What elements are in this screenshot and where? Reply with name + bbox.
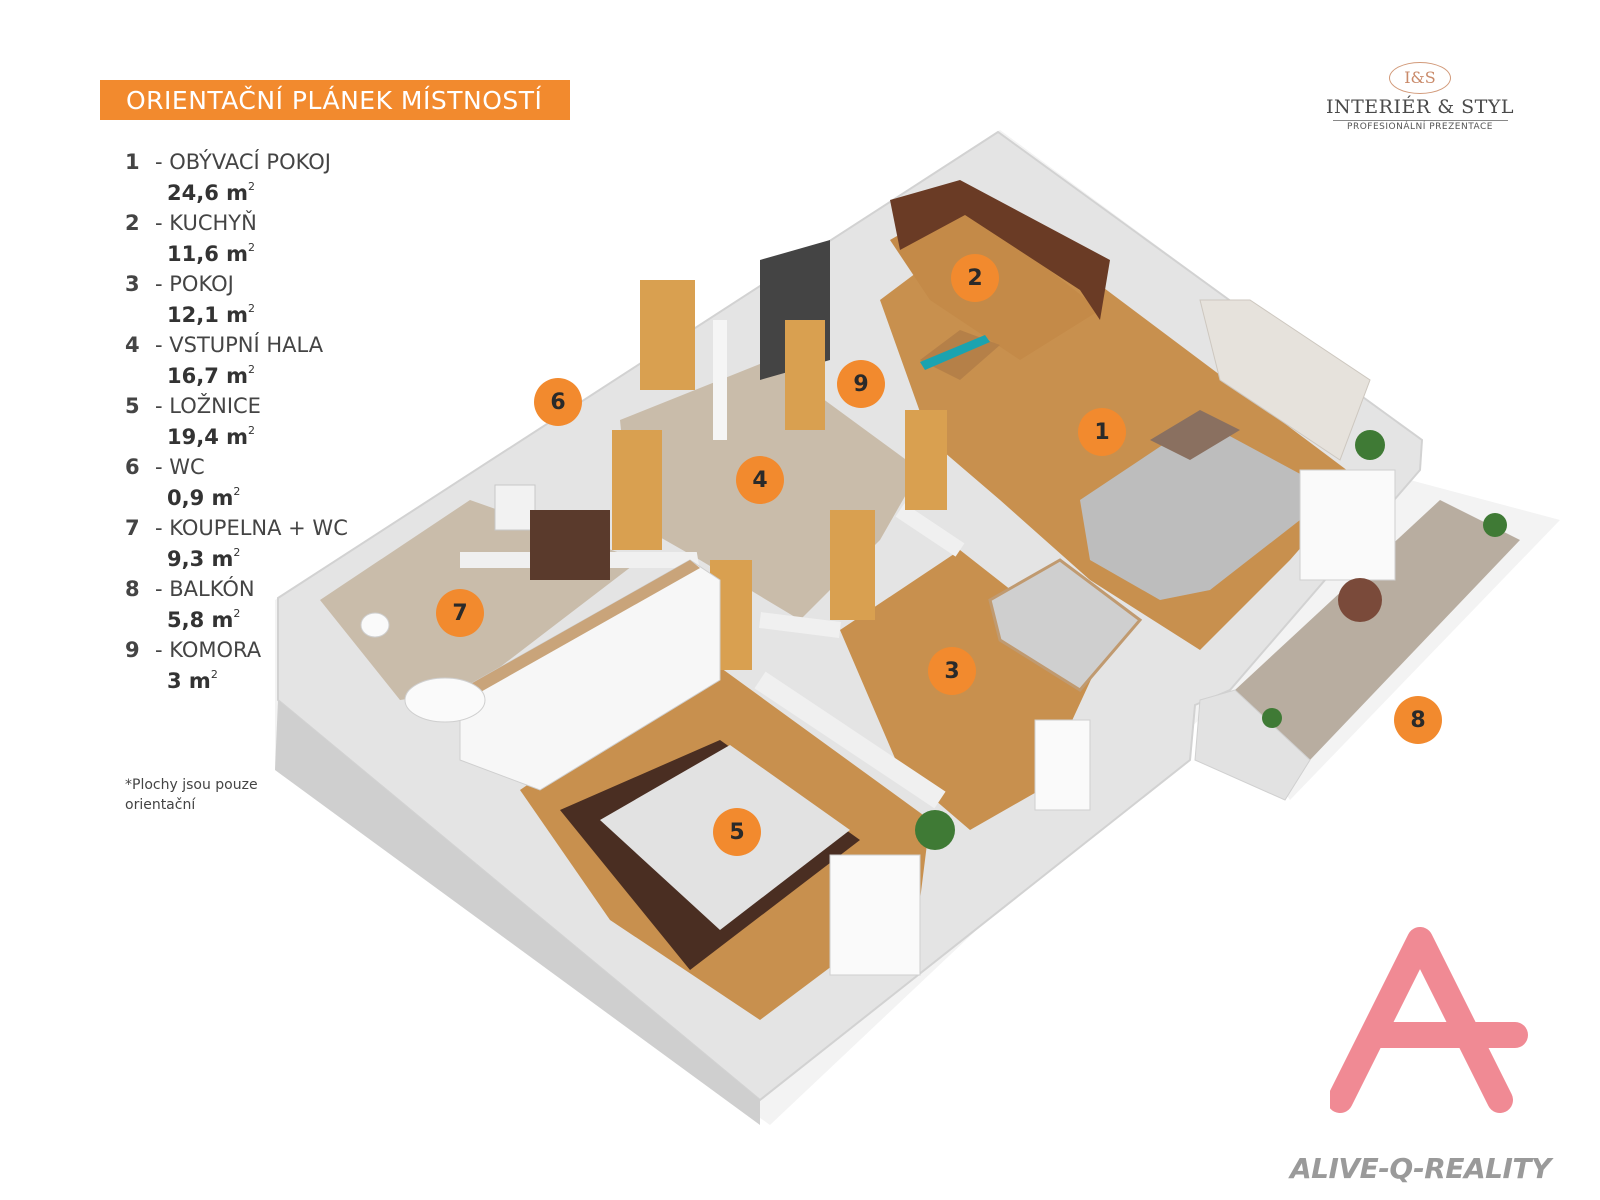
legend-number: 6 (125, 455, 140, 479)
kids-bed (988, 558, 1143, 692)
legend-room-area: 5,8 m2 (167, 607, 241, 632)
legend-number: 3 (125, 272, 140, 296)
room-marker-5: 5 (713, 808, 761, 856)
legend-number: 9 (125, 638, 140, 662)
brand-monogram: I&S (1389, 62, 1451, 94)
legend-item: 1 - OBÝVACÍ POKOJ 24,6 m2 (125, 150, 465, 211)
legend-room-name: - KUCHYŇ (155, 211, 257, 235)
legend-room-area: 3 m2 (167, 668, 218, 693)
legend-room-area: 0,9 m2 (167, 485, 241, 510)
legend-room-area: 11,6 m2 (167, 241, 256, 266)
coffee-table (1150, 410, 1240, 460)
legend-number: 2 (125, 211, 140, 235)
legend-item: 9 - KOMORA 3 m2 (125, 638, 465, 699)
agency-watermark-text: ALIVE-Q-REALITY (1290, 1152, 1551, 1185)
interior-wall (754, 671, 946, 809)
plant (915, 810, 955, 850)
page-title: ORIENTAČNÍ PLÁNEK MÍSTNOSTÍ (126, 85, 543, 115)
title-banner: ORIENTAČNÍ PLÁNEK MÍSTNOSTÍ (100, 80, 570, 120)
door (905, 410, 947, 510)
legend-room-area: 24,6 m2 (167, 180, 256, 205)
dining-runner (920, 335, 990, 370)
legend-room-name: - OBÝVACÍ POKOJ (155, 150, 331, 174)
door (640, 280, 695, 390)
legend-room-name: - WC (155, 455, 205, 479)
room-marker-2: 2 (951, 254, 999, 302)
plant (1483, 513, 1507, 537)
interior-wall (895, 503, 965, 557)
wardrobe-top (460, 560, 700, 698)
area-note: *Plochy jsou pouze orientační (125, 777, 258, 813)
washing-machine (494, 484, 536, 531)
legend-room-name: - BALKÓN (155, 577, 255, 601)
brand-tagline: PROFESIONÁLNÍ PREZENTACE (1332, 120, 1508, 132)
legend-item: 8 - BALKÓN 5,8 m2 (125, 577, 465, 638)
room-marker-7: 7 (436, 589, 484, 637)
legend-item: 6 - WC 0,9 m2 (125, 455, 465, 516)
legend-room-area: 16,7 m2 (167, 363, 256, 388)
room-legend: 1 - OBÝVACÍ POKOJ 24,6 m2 2 - KUCHYŇ 11,… (125, 150, 465, 699)
agency-logo-icon (1330, 927, 1528, 1113)
agency-logo-mark (1330, 927, 1528, 1113)
plant (1355, 430, 1385, 460)
sofa (1080, 420, 1330, 600)
legend-item: 5 - LOŽNICE 19,4 m2 (125, 394, 465, 455)
legend-number: 1 (125, 150, 140, 174)
room-marker-3: 3 (928, 647, 976, 695)
legend-item: 4 - VSTUPNÍ HALA 16,7 m2 (125, 333, 465, 394)
legend-room-name: - KOUPELNA + WC (155, 516, 348, 540)
room-marker-4: 4 (736, 456, 784, 504)
floor-balcony (1235, 500, 1520, 760)
legend-room-area: 19,4 m2 (167, 424, 256, 449)
window (829, 854, 921, 976)
brand-name: INTERIÉR & STYL (1326, 96, 1514, 118)
legend-number: 7 (125, 516, 140, 540)
legend-number: 5 (125, 394, 140, 418)
legend-room-name: - LOŽNICE (155, 394, 261, 418)
legend-room-area: 9,3 m2 (167, 546, 241, 571)
plant (1262, 708, 1282, 728)
balcony-table (1338, 578, 1382, 622)
room-marker-6: 6 (534, 378, 582, 426)
room-marker-1: 1 (1078, 408, 1126, 456)
window (1034, 719, 1091, 811)
door (785, 320, 825, 430)
balcony-parapet (1194, 689, 1311, 801)
bathroom-cabinet (530, 510, 610, 580)
legend-room-name: - VSTUPNÍ HALA (155, 333, 324, 357)
legend-item: 2 - KUCHYŇ 11,6 m2 (125, 211, 465, 272)
legend-item: 7 - KOUPELNA + WC 9,3 m2 (125, 516, 465, 577)
legend-number: 8 (125, 577, 140, 601)
toilet (360, 612, 390, 638)
tv-unit (1199, 299, 1371, 461)
outer-wall-side (275, 700, 760, 1125)
legend-room-area: 12,1 m2 (167, 302, 256, 327)
window (1299, 469, 1396, 581)
room-marker-8: 8 (1394, 696, 1442, 744)
door (830, 510, 875, 620)
interior-wall (759, 612, 841, 638)
kitchen-counter (890, 180, 1110, 320)
brand-logo: I&S INTERIÉR & STYL PROFESIONÁLNÍ PREZEN… (1320, 62, 1520, 142)
legend-room-name: - KOMORA (155, 638, 262, 662)
legend-room-name: - POKOJ (155, 272, 234, 296)
legend-number: 4 (125, 333, 140, 357)
bathtub (404, 677, 486, 723)
legend-item: 3 - POKOJ 12,1 m2 (125, 272, 465, 333)
door (612, 430, 662, 550)
room-marker-9: 9 (837, 360, 885, 408)
